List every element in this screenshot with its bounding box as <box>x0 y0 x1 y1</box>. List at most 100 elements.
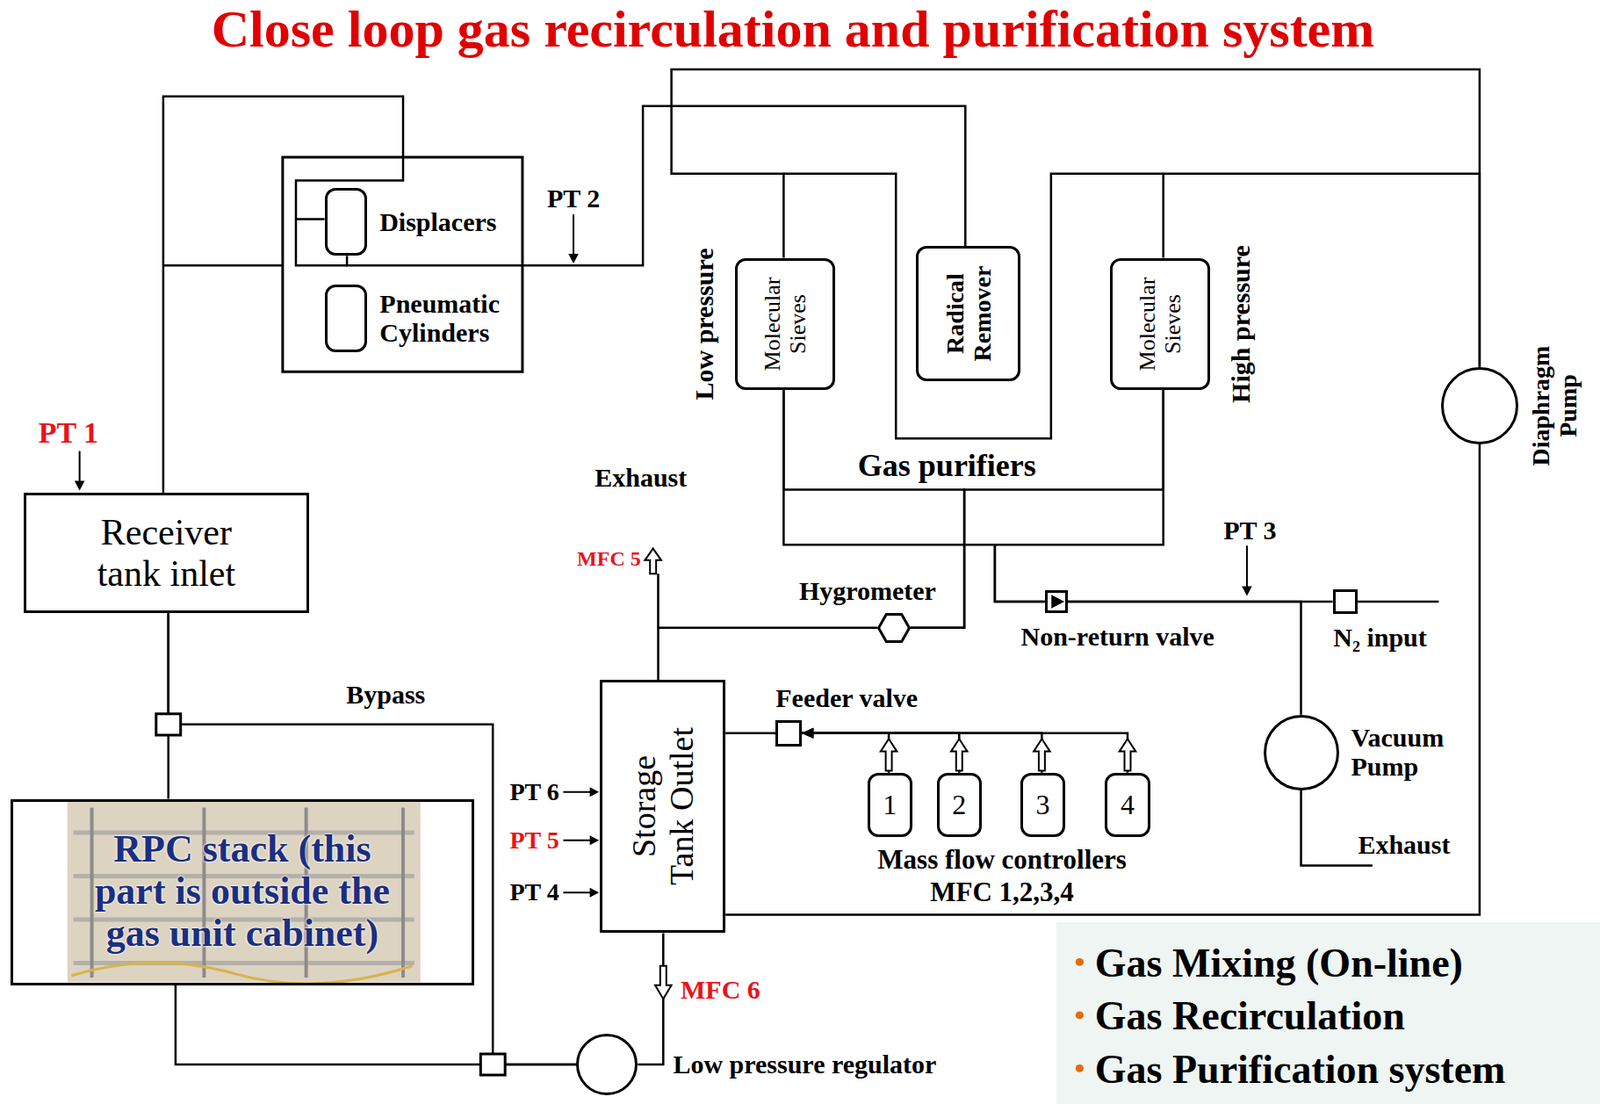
pump-symbol: Vacuum Pump <box>1263 714 1340 791</box>
flow-connector <box>783 389 965 628</box>
hygrometer-symbol: Hygrometer <box>877 612 911 643</box>
flow-line <box>175 985 577 1065</box>
sensor-arrowhead <box>590 887 599 898</box>
shape-outline <box>1441 367 1519 445</box>
tank-box: Receiver tank inlet <box>23 492 310 614</box>
flow-connector <box>801 727 889 773</box>
callout-number: 3 <box>1036 789 1051 822</box>
flow-connector <box>163 96 404 493</box>
flow-line <box>1163 173 1480 368</box>
purifier-column: Molecular SievesHigh pressure <box>1109 258 1211 391</box>
flow-line <box>346 106 966 266</box>
outlet-label: Exhaust <box>594 462 687 492</box>
hexagon-outline <box>878 613 909 642</box>
flow-line <box>725 731 776 735</box>
displacer-unit: Displacers <box>324 187 368 256</box>
check-valve: Non-return valve <box>1045 590 1068 613</box>
arrowhead <box>801 727 814 739</box>
flow-line <box>637 932 664 1065</box>
callout-number: 4 <box>1120 789 1135 822</box>
mass-flow-controller: 3 <box>1020 772 1066 838</box>
flow-line <box>783 389 965 628</box>
pump-symbol: Diaphragm Pump <box>1441 367 1519 445</box>
valve-label: N₂ input <box>1333 622 1428 653</box>
flow-connector <box>801 727 1042 773</box>
valve-symbol <box>480 1053 505 1075</box>
sensor-label: PT 1 <box>38 416 99 449</box>
unit-label: Pneumatic Cylinders <box>379 288 512 348</box>
flow-arrow <box>880 738 898 771</box>
feeder-valve: Feeder valve <box>775 720 802 747</box>
instrument-label: Hygrometer <box>799 576 937 606</box>
flow-arrow <box>1119 738 1137 771</box>
feature-bullet: Gas Recirculation <box>1095 994 1406 1039</box>
flow-arrow <box>1033 738 1051 771</box>
flow-connector <box>783 389 1045 602</box>
bullet-dot <box>1075 1064 1084 1073</box>
callout-number: 2 <box>951 789 966 822</box>
flow-line <box>994 389 1164 602</box>
flow-connector <box>346 106 966 266</box>
valve-symbol <box>156 713 181 736</box>
circle-outline <box>577 1035 637 1095</box>
purifier-column: Molecular SievesLow pressure <box>735 258 836 391</box>
flow-line <box>163 96 404 493</box>
shape-outline <box>1045 590 1068 613</box>
flow-connector <box>175 985 577 1065</box>
valve-triangle <box>1051 594 1065 609</box>
edge-label: Bypass <box>345 679 426 710</box>
arrowhead <box>801 727 814 739</box>
flow-arrow <box>644 548 662 575</box>
flow-connector <box>725 732 776 734</box>
purifier-label: Radical Remover <box>940 256 996 371</box>
sensor-arrowhead <box>590 786 599 797</box>
sensor-arrowhead <box>1241 586 1253 597</box>
flow-line <box>783 389 1045 602</box>
bullet-dot <box>1075 958 1084 966</box>
diagram-title: Close loop gas recirculation and purific… <box>211 2 1375 56</box>
valve-outline <box>1045 591 1067 613</box>
flow-controller-label: MFC 5 <box>576 546 642 570</box>
group-label: Gas purifiers <box>857 448 1037 484</box>
stack-label: RPC stack (this part is outside the gas … <box>79 828 405 956</box>
flow-connector <box>801 727 1128 773</box>
flow-line <box>725 444 1480 916</box>
tank-label: Receiver tank inlet <box>78 511 254 595</box>
rpc-photo <box>67 801 421 983</box>
flow-connector <box>658 627 878 680</box>
circle-outline <box>1264 715 1338 789</box>
inlet-valve: N₂ input <box>1333 589 1358 614</box>
flow-arrow <box>951 738 968 771</box>
flow-line <box>910 389 1164 628</box>
flow-connector <box>801 727 959 773</box>
bullet-panel <box>1056 922 1600 1104</box>
circle-outline <box>1441 367 1517 443</box>
flow-connector <box>994 389 1164 602</box>
shape-outline <box>877 612 911 643</box>
feature-bullet: Gas Purification system <box>1095 1046 1507 1092</box>
flow-line <box>1067 601 1302 715</box>
flow-line <box>801 733 1128 773</box>
flow-controller-label: MFC 6 <box>680 974 761 1004</box>
gas-line <box>163 173 1439 866</box>
bullet-dot <box>1075 1010 1084 1019</box>
sensor-label: PT 2 <box>547 183 600 213</box>
shape-outline <box>576 1033 638 1096</box>
flow-arrow <box>655 965 672 999</box>
mass-flow-controller: 2 <box>936 772 982 838</box>
flow-connector <box>1067 601 1302 715</box>
sensor-label: PT 4 <box>509 879 559 907</box>
mass-flow-controller: 1 <box>867 772 913 838</box>
cylinder-unit: Pneumatic Cylinders <box>324 284 368 353</box>
outlet-label: Exhaust <box>1357 829 1450 859</box>
purifier-column: Radical Remover <box>915 245 1021 382</box>
rack-cable <box>71 962 412 984</box>
tank-label: Storage Tank Outlet <box>625 720 700 892</box>
arrowhead <box>801 727 814 739</box>
flow-line <box>658 627 878 680</box>
valve-label: Feeder valve <box>775 683 918 714</box>
flow-line <box>801 733 889 773</box>
flow-line <box>801 733 1042 773</box>
flow-connector <box>910 389 1164 628</box>
